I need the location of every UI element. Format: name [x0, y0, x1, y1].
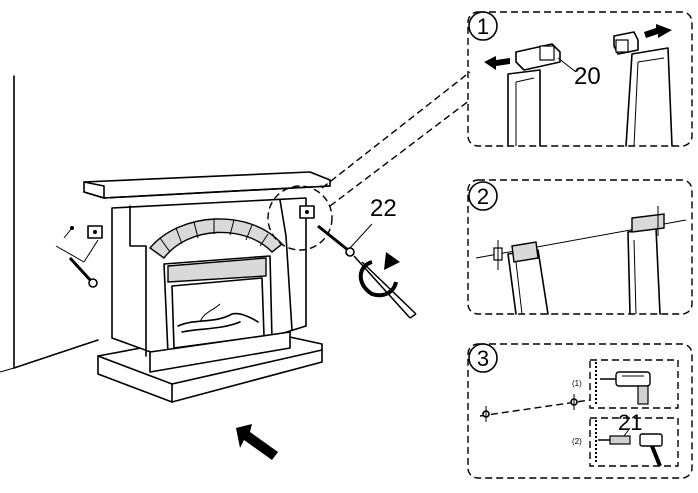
step-panel-1: 1 20: [467, 11, 693, 147]
bracket-20: [515, 43, 561, 71]
hammer-icon: [639, 433, 663, 467]
rotate-arrow-icon: [358, 252, 400, 298]
bracket-right-mounted: [631, 206, 665, 236]
fireplace-surround: [83, 171, 331, 403]
arrow-left-icon: [484, 56, 510, 70]
callout-label-20: 20: [574, 63, 601, 90]
fireplace-side-left: [507, 69, 541, 147]
electric-firebox: [163, 255, 273, 355]
bracket-left-mounted: [493, 240, 539, 270]
fireplace-side-right: [627, 227, 661, 315]
step-number-3: 3: [477, 346, 489, 371]
fireplace-side-right: [625, 47, 673, 147]
callout-label-21: 21: [618, 410, 642, 435]
step-number-2: 2: [477, 184, 489, 209]
substep-drill-box: [589, 359, 679, 409]
step-panel-2: 2: [467, 179, 693, 315]
wall-plug-21: [598, 435, 631, 445]
substep-label-2: (2): [572, 437, 582, 446]
arch-bricks: [159, 219, 269, 253]
step-panel-3: 3 (1) (2): [467, 343, 693, 479]
drill-icon: [600, 371, 651, 405]
wall-bracket-left: [87, 225, 103, 239]
substep-label-1: (1): [572, 379, 582, 388]
wall-corner: [0, 75, 99, 373]
step-number-1: 1: [477, 14, 489, 39]
bracket-right: [613, 31, 639, 55]
main-scene: 22: [0, 71, 471, 460]
wall-bracket-right: [299, 205, 315, 219]
screw-left: [55, 226, 99, 288]
push-direction-arrow-icon: [236, 424, 278, 460]
callout-label-22: 22: [370, 195, 397, 222]
screw-22: [317, 223, 373, 257]
zoom-circle: [267, 71, 471, 251]
wall-marking-line: [479, 394, 591, 422]
arrow-right-icon: [644, 24, 672, 38]
substep-plug-box: [589, 417, 679, 467]
